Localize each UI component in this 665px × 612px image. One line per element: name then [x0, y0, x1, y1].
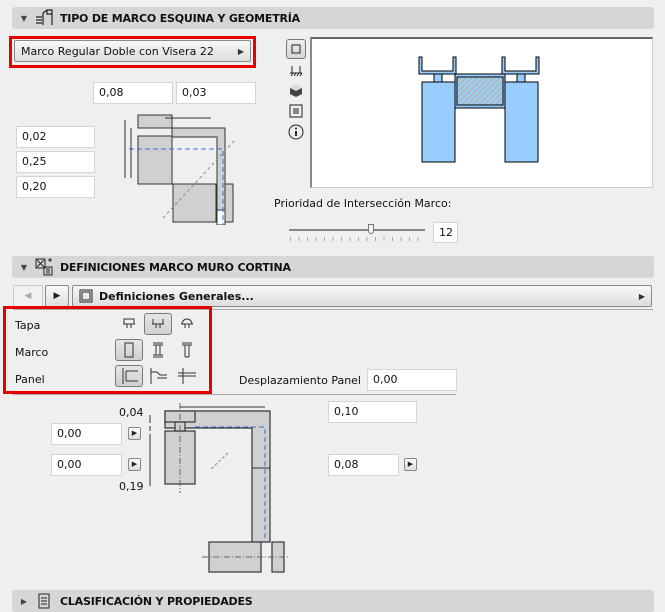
cap-round-icon[interactable]: [173, 313, 201, 335]
panel-flush-icon[interactable]: [173, 365, 201, 387]
section-header-classification[interactable]: ▶ CLASIFICACIÓN Y PROPIEDADES: [12, 590, 654, 612]
3d-view-icon[interactable]: [287, 82, 305, 100]
highlight-box: [9, 36, 256, 68]
definitions-dropdown[interactable]: Definiciones Generales... ▶: [72, 285, 652, 307]
frame-width-field[interactable]: 0,08: [93, 82, 173, 104]
frame-definition-diagram: [149, 403, 290, 573]
next-button[interactable]: ▶: [45, 285, 69, 307]
dropdown-arrow-icon: ▶: [237, 46, 244, 56]
expand-triangle-icon[interactable]: ▶: [20, 596, 28, 606]
cap-flat-icon[interactable]: [115, 313, 143, 335]
divider: [13, 394, 456, 395]
corner-width-field[interactable]: 0,10: [328, 401, 417, 423]
frame-icon: [79, 289, 93, 303]
frame-type-dropdown[interactable]: Marco Regular Doble con Visera 22 ▶: [14, 40, 251, 62]
panel-inset-icon[interactable]: [115, 365, 143, 387]
section-header-definitions[interactable]: ▼ DEFINICIONES MARCO MURO CORTINA: [12, 256, 654, 278]
frame-preview: [310, 37, 653, 188]
cap-offset-arrow-button[interactable]: ▶: [128, 427, 141, 440]
section-title: TIPO DE MARCO ESQUINA Y GEOMETRÍA: [60, 11, 300, 25]
frame-offset-arrow-button[interactable]: ▶: [128, 458, 141, 471]
panel-step-icon[interactable]: [144, 365, 172, 387]
section-header-geometry[interactable]: ▼ TIPO DE MARCO ESQUINA Y GEOMETRÍA: [12, 7, 654, 29]
section-title: CLASIFICACIÓN Y PROPIEDADES: [60, 594, 253, 608]
divider: [13, 309, 653, 310]
prev-button[interactable]: ◀: [13, 285, 43, 307]
priority-slider-track[interactable]: [289, 229, 425, 231]
frame-width-arrow-button[interactable]: ▶: [404, 458, 417, 471]
slider-ticks: [290, 237, 426, 241]
frame-type-label: Marco Regular Doble con Visera 22: [21, 44, 214, 58]
panel-offset-field[interactable]: 0,00: [367, 369, 457, 391]
frame-label: Marco: [15, 346, 49, 359]
collapse-triangle-icon[interactable]: ▼: [20, 262, 28, 272]
highlight-box: [3, 306, 212, 394]
document-icon: [38, 593, 50, 609]
panel-offset-label: Desplazamiento Panel: [239, 374, 361, 387]
dropdown-arrow-icon: ▶: [638, 291, 645, 301]
cap-u-icon[interactable]: [144, 313, 172, 335]
plan-view-icon[interactable]: [286, 39, 306, 59]
collapse-triangle-icon[interactable]: ▼: [20, 13, 28, 23]
corner-geometry-diagram: [124, 114, 236, 225]
frame-rect-icon[interactable]: [115, 339, 143, 361]
frame-offset-field[interactable]: 0,00: [51, 454, 122, 476]
priority-label: Prioridad de Intersección Marco:: [274, 197, 452, 210]
frame-width-field[interactable]: 0,08: [328, 454, 399, 476]
dim-top-label: 0,04: [119, 406, 144, 419]
frame-geometry-icon: [36, 9, 53, 25]
cap-offset-field[interactable]: 0,00: [51, 423, 122, 445]
section-icon[interactable]: [287, 102, 305, 120]
frame-offset-field[interactable]: 0,03: [176, 82, 256, 104]
dim-bottom-label: 0,19: [119, 480, 144, 493]
frame-depth-2-field[interactable]: 0,20: [16, 176, 95, 198]
definitions-label: Definiciones Generales...: [99, 289, 254, 303]
frame-depth-field[interactable]: 0,25: [16, 151, 95, 173]
frame-t-icon[interactable]: [173, 339, 201, 361]
floor-plan-icon[interactable]: [287, 62, 305, 80]
info-icon[interactable]: [287, 123, 305, 141]
priority-value-field[interactable]: 12: [433, 222, 458, 243]
panel-label: Panel: [15, 373, 45, 386]
cap-depth-field[interactable]: 0,02: [16, 126, 95, 148]
frame-definitions-icon: [35, 258, 53, 276]
frame-i-icon[interactable]: [144, 339, 172, 361]
section-title: DEFINICIONES MARCO MURO CORTINA: [60, 260, 291, 274]
cap-label: Tapa: [15, 319, 41, 332]
priority-slider-thumb[interactable]: [368, 224, 374, 234]
